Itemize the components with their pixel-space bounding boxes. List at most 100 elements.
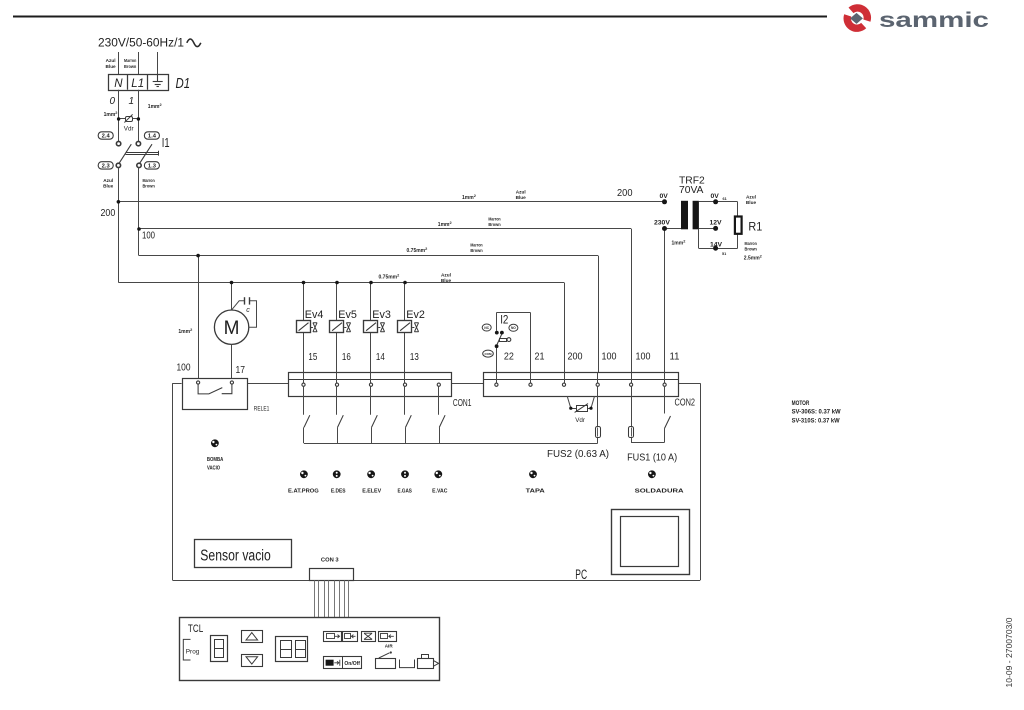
svg-text:200: 200 <box>568 352 583 363</box>
svg-text:Marron: Marron <box>745 241 757 246</box>
svg-text:D1: D1 <box>176 76 191 92</box>
svg-text:100: 100 <box>177 361 191 373</box>
svg-text:Brown: Brown <box>745 247 757 252</box>
svg-text:200: 200 <box>101 207 116 219</box>
svg-text:AIR: AIR <box>385 643 394 648</box>
svg-text:sammic: sammic <box>879 8 989 32</box>
svg-text:0V: 0V <box>660 193 669 200</box>
svg-text:200: 200 <box>617 187 633 199</box>
svg-text:E.AT.PROG: E.AT.PROG <box>288 488 319 494</box>
svg-text:E.ELEV: E.ELEV <box>362 488 381 494</box>
svg-text:Azul: Azul <box>441 273 451 278</box>
svg-text:CON2: CON2 <box>675 397 696 408</box>
svg-text:MOTOR: MOTOR <box>792 400 810 407</box>
svg-text:NO: NO <box>511 326 516 330</box>
svg-text:VACIO: VACIO <box>207 465 220 471</box>
svg-text:21: 21 <box>535 352 545 363</box>
svg-text:0.75mm2: 0.75mm2 <box>407 246 429 254</box>
svg-text:I2: I2 <box>500 312 508 326</box>
svg-text:1.3: 1.3 <box>148 164 157 170</box>
svg-text:NC: NC <box>484 326 489 330</box>
svg-text:TCL: TCL <box>188 623 203 635</box>
svg-text:Marron: Marron <box>124 58 136 63</box>
svg-text:2.4: 2.4 <box>102 134 111 140</box>
svg-text:Brown: Brown <box>488 222 500 227</box>
svg-text:Brown: Brown <box>470 248 482 253</box>
svg-text:230V: 230V <box>654 219 670 226</box>
svg-text:0.75mm2: 0.75mm2 <box>379 273 401 281</box>
svg-text:10-09 - 2700703/0: 10-09 - 2700703/0 <box>1005 617 1014 688</box>
svg-text:1: 1 <box>129 96 135 107</box>
svg-text:100: 100 <box>636 352 651 363</box>
svg-text:I1: I1 <box>162 135 170 150</box>
svg-text:Azul: Azul <box>516 189 526 194</box>
svg-text:Ev2: Ev2 <box>406 309 425 321</box>
svg-text:100: 100 <box>142 229 155 241</box>
svg-text:FUS1 (10 A): FUS1 (10 A) <box>627 453 677 464</box>
svg-text:0V: 0V <box>711 193 720 200</box>
svg-text:1mm2: 1mm2 <box>104 110 119 118</box>
svg-text:Blue: Blue <box>103 183 114 188</box>
svg-text:SOLDADURA: SOLDADURA <box>635 488 684 494</box>
svg-text:Brown: Brown <box>142 183 154 188</box>
svg-text:Marron: Marron <box>142 178 154 183</box>
svg-text:Ev3: Ev3 <box>372 309 391 321</box>
svg-text:c: c <box>246 307 250 314</box>
svg-text:BOMBA: BOMBA <box>207 457 224 463</box>
svg-text:Blue: Blue <box>441 278 452 283</box>
svg-text:N: N <box>114 78 123 90</box>
svg-text:230V/50-60Hz/1: 230V/50-60Hz/1 <box>98 38 184 50</box>
svg-text:Blue: Blue <box>746 200 757 205</box>
svg-text:COM: COM <box>485 352 493 356</box>
svg-text:Marron: Marron <box>488 217 500 222</box>
svg-text:100: 100 <box>602 352 617 363</box>
svg-text:Vdr: Vdr <box>124 125 134 132</box>
svg-text:FUS2 (0.63 A): FUS2 (0.63 A) <box>547 449 609 460</box>
svg-text:16: 16 <box>342 352 351 363</box>
svg-text:1.4: 1.4 <box>148 134 157 140</box>
svg-text:12V: 12V <box>710 219 723 226</box>
svg-text:1mm2: 1mm2 <box>148 102 163 110</box>
svg-text:RELE1: RELE1 <box>254 406 270 413</box>
svg-text:1mm2: 1mm2 <box>672 239 687 247</box>
svg-text:Blue: Blue <box>516 195 527 200</box>
svg-text:22: 22 <box>504 352 514 363</box>
svg-text:Azul: Azul <box>746 194 756 199</box>
svg-text:Sensor vacio: Sensor vacio <box>200 548 270 565</box>
svg-text:70VA: 70VA <box>679 185 704 196</box>
svg-text:61: 61 <box>723 197 727 201</box>
svg-text:Ev5: Ev5 <box>338 309 357 321</box>
svg-text:14V: 14V <box>710 241 723 248</box>
svg-text:2.3: 2.3 <box>102 164 111 170</box>
svg-text:13: 13 <box>410 352 419 363</box>
svg-text:E.VAC: E.VAC <box>432 488 447 494</box>
svg-text:Brown: Brown <box>124 64 136 69</box>
svg-text:On/Off: On/Off <box>344 661 360 667</box>
svg-text:CON 3: CON 3 <box>321 558 339 564</box>
svg-text:15: 15 <box>308 352 317 363</box>
svg-text:Marron: Marron <box>470 242 482 247</box>
svg-text:Prog: Prog <box>186 649 200 656</box>
svg-text:Azul: Azul <box>103 178 113 183</box>
svg-text:Vdr: Vdr <box>575 417 585 424</box>
svg-text:E.DES: E.DES <box>331 488 346 494</box>
svg-text:CON1: CON1 <box>453 398 472 409</box>
svg-text:Blue: Blue <box>106 64 117 69</box>
svg-text:0: 0 <box>110 96 116 107</box>
svg-text:TRF2: TRF2 <box>679 176 705 187</box>
svg-text:R1: R1 <box>748 219 762 233</box>
svg-text:2.5mm2: 2.5mm2 <box>744 254 763 262</box>
svg-text:51: 51 <box>722 252 726 256</box>
svg-text:Ev4: Ev4 <box>305 309 324 321</box>
svg-text:1mm2: 1mm2 <box>438 220 453 228</box>
svg-text:17: 17 <box>236 364 246 376</box>
svg-text:L1: L1 <box>131 78 144 90</box>
svg-text:SV-306S: 0.37 kW: SV-306S: 0.37 kW <box>792 408 841 415</box>
svg-text:M: M <box>224 318 240 339</box>
svg-text:Azul: Azul <box>106 58 116 63</box>
svg-text:E.GAS: E.GAS <box>398 488 413 494</box>
svg-text:TAPA: TAPA <box>526 488 545 494</box>
svg-text:11: 11 <box>670 352 680 363</box>
svg-text:1mm2: 1mm2 <box>462 193 477 201</box>
svg-text:14: 14 <box>376 352 385 363</box>
